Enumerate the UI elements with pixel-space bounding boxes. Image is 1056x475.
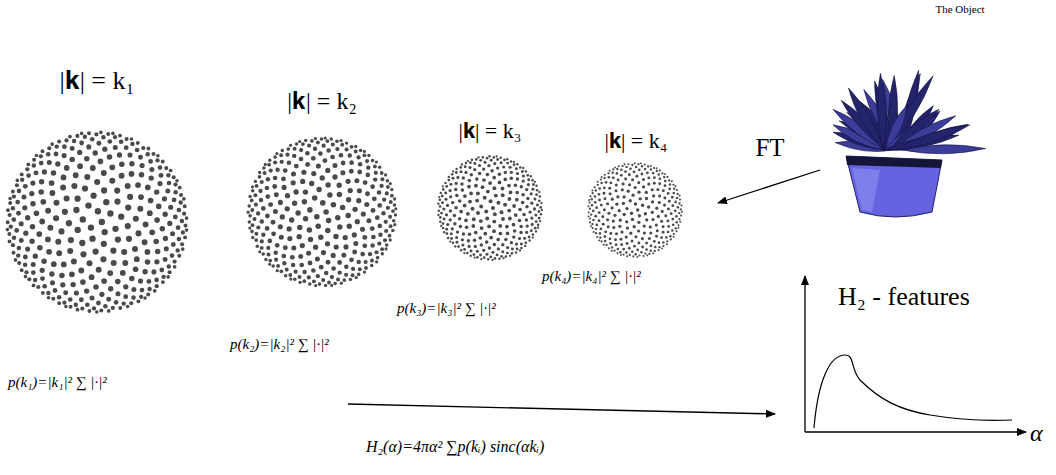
sphere-label: |𝐤| = k₄ [605,128,668,153]
sphere-label: |𝐤| = k₁ [59,66,134,96]
plant-object [833,70,986,217]
power-label: p(k₃)=|k₃|² ∑ |·|² [397,300,496,317]
sum-arrow [348,404,775,414]
k-sphere-group [6,130,683,313]
sphere-label: |𝐤| = k₃ [459,118,522,143]
axis-label: α [1030,420,1043,448]
chart-title: H₂ - features [838,282,970,312]
power-label: p(k₄)=|k₄|² ∑ |·|² [542,268,641,285]
power-label: p(k₁)=|k₁|² ∑ |·|² [8,374,107,391]
x-axis [805,431,1026,432]
formula: H₂(α)=4πα² ∑p(kᵢ) sinc(αkᵢ) [366,438,544,456]
object-title: The Object [935,3,984,16]
transform-label: FT [755,134,784,163]
h2-curve [814,355,1012,428]
power-label: p(k₂)=|k₂|² ∑ |·|² [230,336,329,353]
y-axis [804,276,805,432]
ft-arrow [718,170,820,203]
sphere-label: |𝐤| = k₂ [287,88,357,116]
